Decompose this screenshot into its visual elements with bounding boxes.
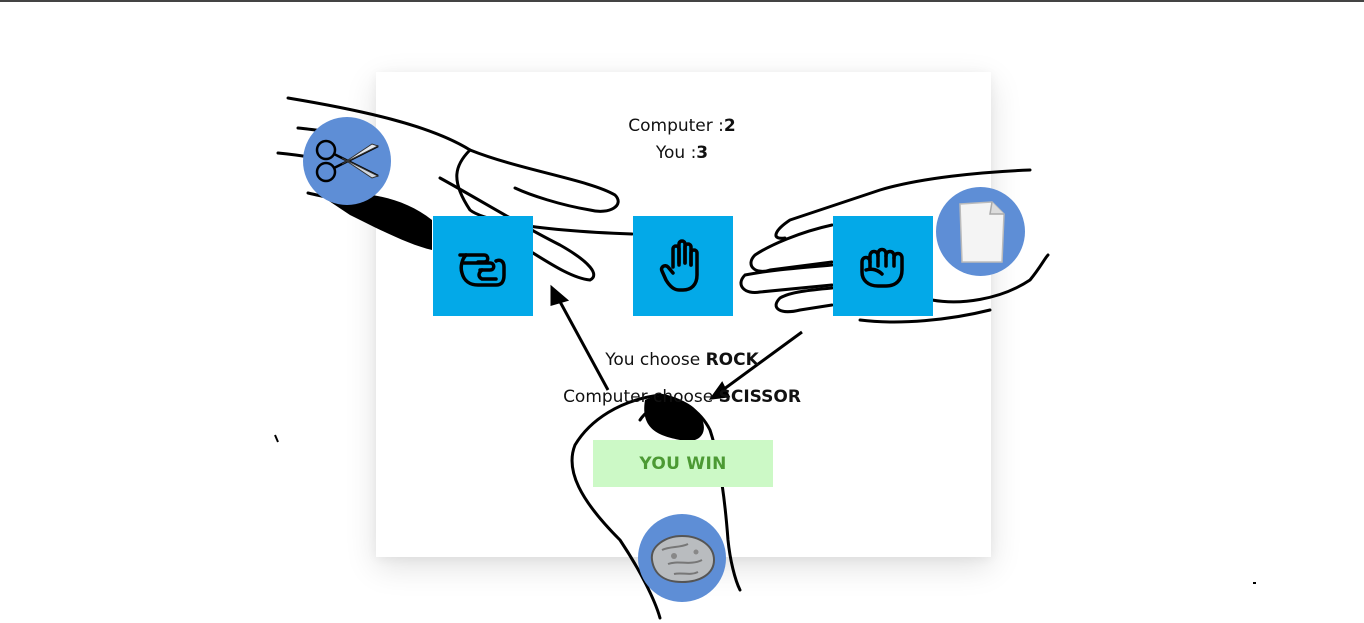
paper-sheet-icon	[958, 200, 1005, 263]
computer-choice-text: Computer choose SCISSOR	[563, 387, 801, 407]
choice-rock-button[interactable]	[833, 216, 933, 316]
choice-scissor-button[interactable]	[433, 216, 533, 316]
player-score: You :3	[655, 143, 709, 163]
hand-scissors-icon	[458, 253, 506, 287]
hand-paper-icon	[659, 239, 699, 292]
player-choice-text: You choose ROCK	[605, 350, 759, 370]
choice-paper-button[interactable]	[633, 216, 733, 316]
outcome-badge: YOU WIN	[593, 440, 773, 487]
paper-circle	[936, 187, 1025, 276]
hand-rock-icon	[860, 247, 904, 288]
computer-score: Computer :2	[628, 116, 736, 136]
rock-circle	[638, 514, 726, 602]
computer-choice-value: SCISSOR	[718, 387, 801, 407]
window-top-border	[0, 0, 1364, 2]
scissors-circle	[303, 117, 391, 205]
player-choice-value: ROCK	[705, 350, 759, 370]
scissors-icon	[315, 139, 380, 183]
rock-stone-icon	[650, 534, 716, 584]
player-score-value: 3	[696, 143, 709, 163]
computer-score-value: 2	[723, 116, 736, 136]
